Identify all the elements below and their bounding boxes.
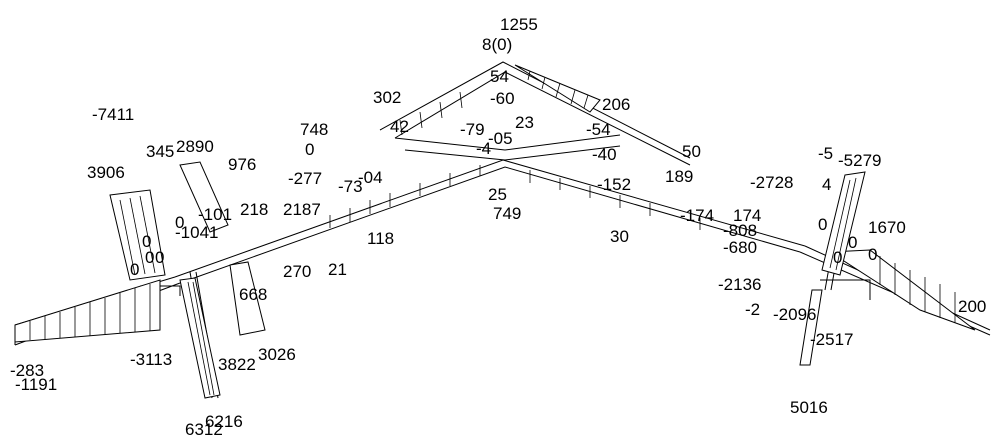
label: -60 [490,89,515,108]
label: -1041 [175,223,218,242]
label: 5016 [790,398,828,417]
label: 6216 [205,412,243,431]
label: -40 [592,145,617,164]
label: 345 [146,142,174,161]
label: 118 [367,229,394,248]
label: 0 [130,260,139,279]
label: 2187 [283,200,321,219]
label: -2728 [750,173,793,192]
label: -1191 [15,375,57,394]
label: -808 [723,221,757,240]
label: 8(0) [482,35,512,54]
label: 0 [818,215,827,234]
label: -4 [476,139,491,158]
force-labels: 1255 8(0) 54 -60 302 42 -79 -05 -4 23 -5… [10,15,986,437]
label: -5279 [838,151,881,170]
label: 174 [733,206,761,225]
label: 3026 [258,345,296,364]
label: -2096 [773,305,816,324]
label: 0 [175,213,184,232]
label: 0 [142,232,151,251]
label: 200 [958,297,986,316]
label: -2 [745,300,760,319]
label: -152 [597,175,631,194]
label: -101 [198,205,232,224]
label: -2517 [810,330,853,349]
label: 0 [155,248,164,267]
label: 0 [848,233,857,252]
label: 2890 [176,137,214,156]
label: -05 [488,129,513,148]
label: 30 [610,227,629,246]
force-diagram-areas [14,64,976,399]
label: 0 [305,140,314,159]
label: 23 [515,113,534,132]
label: 3822 [218,355,256,374]
label: 0 [868,245,877,264]
label: -3113 [130,350,172,369]
label: 50 [682,142,701,161]
label: 0 [145,248,154,267]
label: -2136 [718,275,761,294]
label: -5 [818,144,833,163]
label: 25 [488,185,507,204]
label: 748 [300,120,328,139]
label: 54 [490,67,509,86]
label: -7411 [92,105,134,124]
label: 218 [240,200,268,219]
label: -04 [358,168,383,187]
label: 1670 [868,218,906,237]
label: 206 [602,95,630,114]
label: -174 [680,206,714,225]
label: -283 [10,361,44,380]
label: -73 [338,177,363,196]
label: 3906 [87,163,125,182]
label: 21 [328,260,347,279]
label: 6312 [185,420,223,437]
label: 976 [228,155,256,174]
label: -680 [723,238,757,257]
label: 42 [390,117,409,136]
label: 302 [373,88,401,107]
label: 189 [665,167,693,186]
label: 0 [833,248,842,267]
label: 668 [239,285,267,304]
label: -277 [288,169,322,188]
label: 4 [822,175,831,194]
label: 749 [493,204,521,223]
label: -54 [586,120,611,139]
label: -79 [460,120,485,139]
label: 1255 [500,15,538,34]
label: 270 [283,262,311,281]
